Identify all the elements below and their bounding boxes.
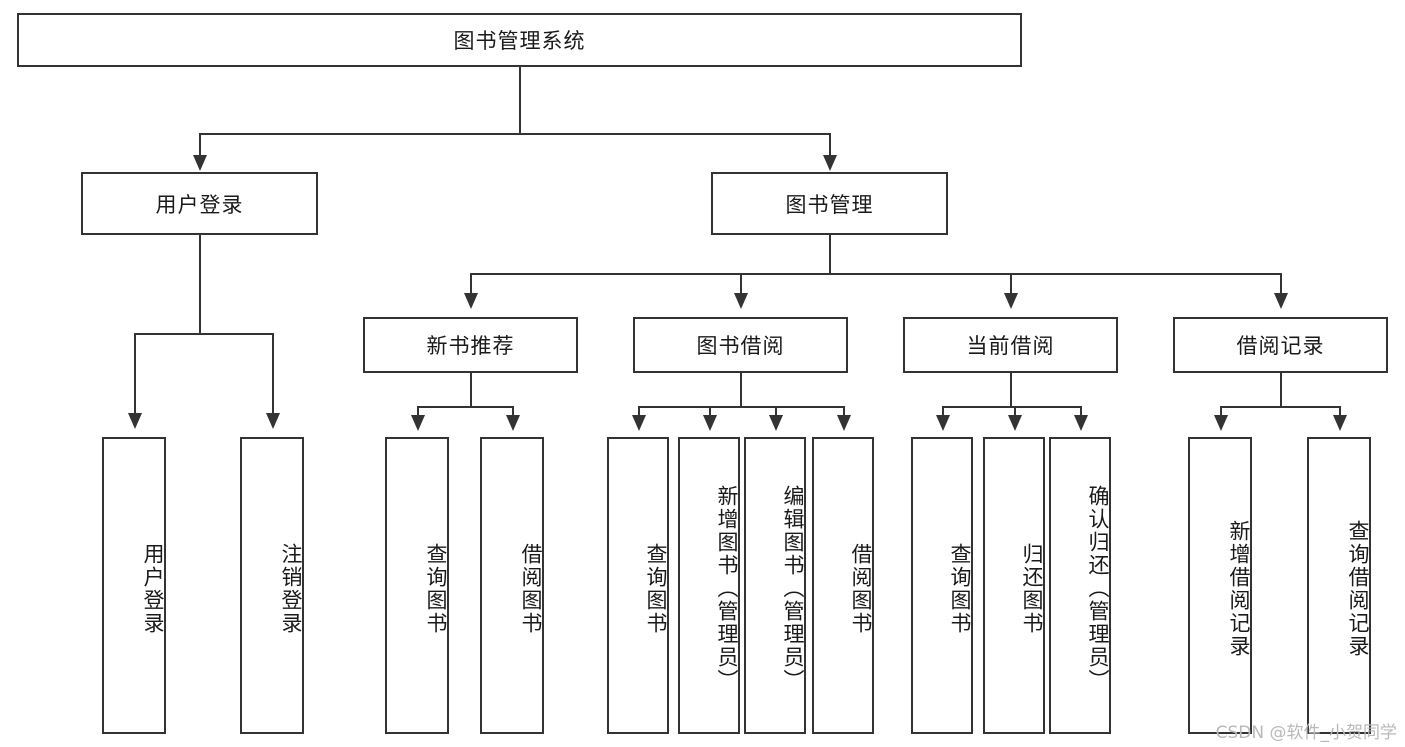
node-book-borrow[interactable]: 图书借阅	[633, 317, 848, 373]
edge-level2-bus	[199, 133, 831, 135]
arrow-leaf-add-book	[703, 415, 717, 431]
arrow-to-user-login	[193, 155, 207, 171]
node-label: 查询借阅记录	[1346, 519, 1370, 658]
edge-borrow-record-stem	[1280, 373, 1282, 406]
node-label: 图书管理	[785, 192, 874, 217]
node-book-management[interactable]: 图书管理	[711, 172, 948, 235]
arrow-to-new-book-rec	[464, 293, 478, 309]
edge-to-user-login	[199, 133, 201, 157]
node-current-borrow[interactable]: 当前借阅	[903, 317, 1118, 373]
node-label: 查询图书	[424, 542, 448, 635]
node-label: 新书推荐	[426, 334, 515, 358]
edge-to-book-manage	[829, 133, 831, 157]
node-borrow-record[interactable]: 借阅记录	[1173, 317, 1388, 373]
edge-borrow-record-bus	[1220, 406, 1339, 408]
leaf-add-borrow-record[interactable]: 新增借阅记录	[1188, 437, 1252, 734]
edge-user-login-drop-1	[134, 333, 136, 415]
node-label: 查询图书	[948, 542, 972, 635]
arrow-leaf-edit-book	[769, 415, 783, 431]
leaf-logout[interactable]: 注销登录	[240, 437, 304, 734]
node-label: 借阅记录	[1236, 334, 1325, 358]
arrow-leaf-add-record	[1214, 415, 1228, 431]
node-label: 当前借阅	[966, 334, 1055, 358]
arrow-to-borrow-record	[1274, 293, 1288, 309]
leaf-edit-book-admin[interactable]: 编辑图书（管理员）	[744, 437, 806, 734]
node-label: 用户登录	[141, 542, 165, 635]
leaf-confirm-return-admin[interactable]: 确认归还（管理员）	[1049, 437, 1111, 734]
edge-current-borrow-bus	[942, 406, 1080, 408]
leaf-return-book[interactable]: 归还图书	[983, 437, 1045, 734]
node-new-book-recommend[interactable]: 新书推荐	[363, 317, 578, 373]
arrow-leaf-query-book-c	[936, 415, 950, 431]
arrow-leaf-query-book-b	[632, 415, 646, 431]
edge-new-book-rec-drop-1	[417, 406, 419, 417]
edge-book-borrow-drop-1	[638, 406, 640, 417]
arrow-leaf-return-book	[1008, 415, 1022, 431]
leaf-query-borrow-record[interactable]: 查询借阅记录	[1307, 437, 1371, 734]
node-label: 编辑图书（管理员）	[781, 485, 805, 692]
leaf-user-login[interactable]: 用户登录	[102, 437, 166, 734]
edge-book-borrow-drop-4	[843, 406, 845, 417]
edge-book-borrow-drop-2	[709, 406, 711, 417]
edge-to-borrow-record	[1280, 273, 1282, 295]
edge-current-borrow-drop-2	[1014, 406, 1016, 417]
edge-to-book-borrow	[740, 273, 742, 295]
node-user-login[interactable]: 用户登录	[81, 172, 318, 235]
node-label: 用户登录	[155, 192, 244, 217]
node-label: 图书管理系统	[453, 29, 586, 53]
node-label: 归还图书	[1020, 542, 1044, 635]
edge-book-borrow-drop-3	[775, 406, 777, 417]
edge-new-book-rec-bus	[417, 406, 513, 408]
edge-user-login-drop-2	[272, 333, 274, 415]
edge-book-manage-stem	[829, 235, 831, 273]
edge-root-stem	[519, 67, 521, 133]
edge-book-borrow-bus	[638, 406, 843, 408]
node-label: 新增借阅记录	[1227, 519, 1251, 658]
leaf-query-book-current[interactable]: 查询图书	[911, 437, 973, 734]
edge-borrow-record-drop-1	[1220, 406, 1222, 417]
edge-to-new-book-rec	[470, 273, 472, 295]
edge-new-book-rec-drop-2	[512, 406, 514, 417]
edge-current-borrow-stem	[1010, 373, 1012, 406]
edge-to-current-borrow	[1010, 273, 1012, 295]
node-label: 注销登录	[279, 542, 303, 635]
node-label: 图书借阅	[696, 334, 785, 358]
arrow-leaf-user-login	[128, 413, 142, 429]
arrow-leaf-confirm-return	[1074, 415, 1088, 431]
csdn-watermark: CSDN @软件_小贺同学	[1215, 723, 1397, 743]
arrow-leaf-logout	[266, 413, 280, 429]
node-label: 新增图书（管理员）	[715, 485, 739, 692]
node-label: 确认归还（管理员）	[1086, 485, 1110, 692]
leaf-borrow-book[interactable]: 借阅图书	[812, 437, 874, 734]
arrow-leaf-query-record	[1333, 415, 1347, 431]
edge-current-borrow-drop-1	[942, 406, 944, 417]
node-label: 借阅图书	[849, 542, 873, 635]
arrow-to-current-borrow	[1004, 293, 1018, 309]
leaf-add-book-admin[interactable]: 新增图书（管理员）	[678, 437, 740, 734]
edge-user-login-bus	[134, 333, 274, 335]
edge-user-login-stem	[199, 235, 201, 333]
edge-borrow-record-drop-2	[1339, 406, 1341, 417]
arrow-leaf-borrow-book-a	[506, 415, 520, 431]
edge-book-borrow-stem	[740, 373, 742, 406]
arrow-leaf-query-book-a	[411, 415, 425, 431]
leaf-query-book-rec[interactable]: 查询图书	[385, 437, 449, 734]
arrow-to-book-manage	[823, 155, 837, 171]
node-root[interactable]: 图书管理系统	[17, 13, 1022, 67]
leaf-query-book-borrow[interactable]: 查询图书	[607, 437, 669, 734]
arrow-to-book-borrow	[734, 293, 748, 309]
leaf-borrow-book-rec[interactable]: 借阅图书	[480, 437, 544, 734]
edge-current-borrow-drop-3	[1080, 406, 1082, 417]
arrow-leaf-borrow-book-b	[837, 415, 851, 431]
edge-level3-bus	[470, 273, 1280, 275]
edge-new-book-rec-stem	[470, 373, 472, 406]
node-label: 查询图书	[644, 542, 668, 635]
node-label: 借阅图书	[519, 542, 543, 635]
